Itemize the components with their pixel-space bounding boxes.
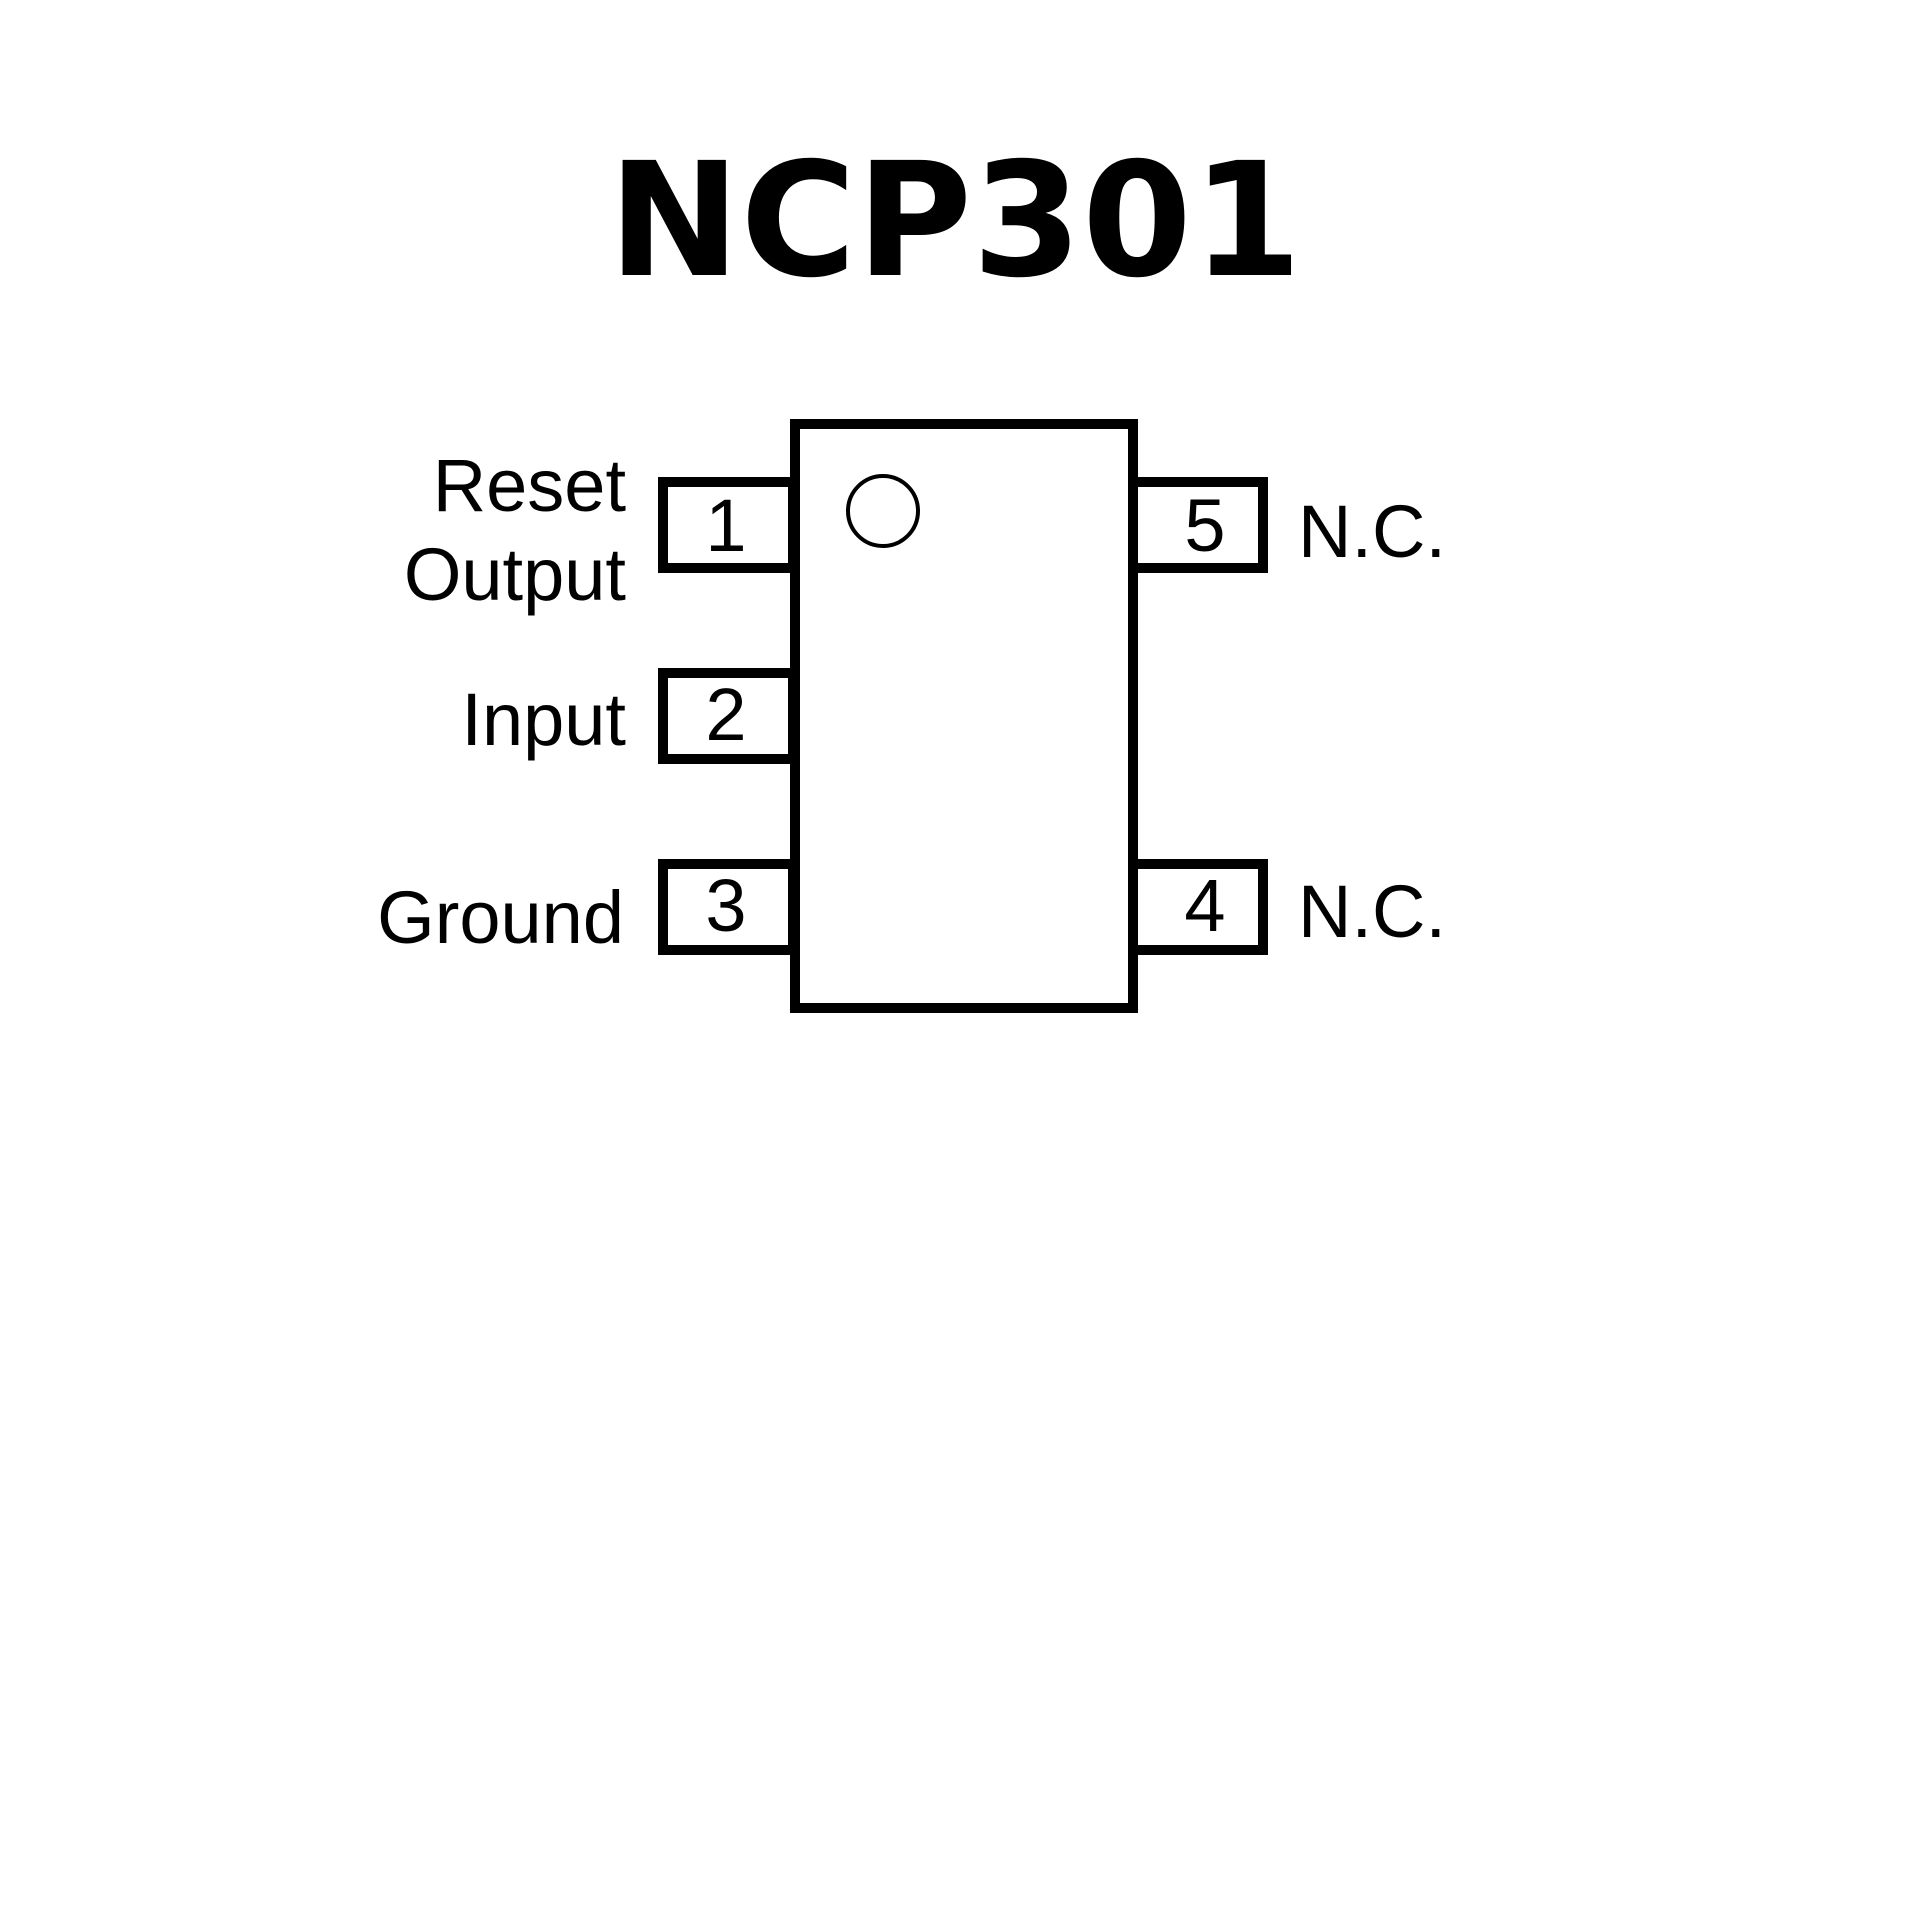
pin-4-label: N.C. [1298,870,1446,953]
pin-2-pad [658,668,798,764]
pin-3-number: 3 [705,864,746,947]
chip-title: NCP301 [608,129,1302,313]
pin-1-pad [658,477,798,573]
pin-1-label-line1: Reset [433,444,627,527]
pin-3-pad [658,859,798,955]
pin-3-label: Ground [377,876,624,959]
pin-4-number: 4 [1184,864,1225,947]
chip-body [790,419,1138,1013]
pin-2-number: 2 [705,673,746,756]
pin-1-number: 1 [705,484,746,567]
pin-5-label: N.C. [1298,490,1446,573]
pin-1-label-line2: Output [404,533,627,616]
pin-5-number: 5 [1184,484,1225,567]
pin-2-label: Input [461,678,626,761]
pin1-marker-dot [846,474,920,548]
